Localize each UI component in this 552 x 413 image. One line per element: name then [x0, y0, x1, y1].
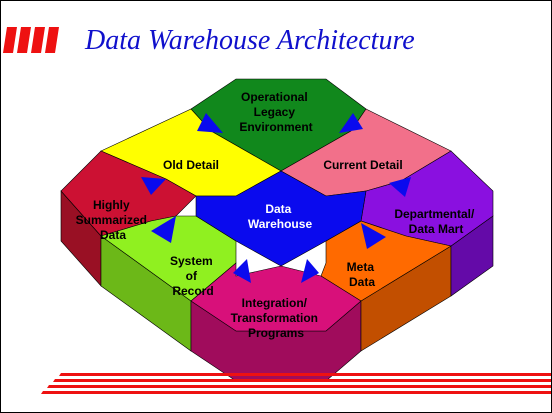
- label-old-detail-line-1: Old Detail: [163, 158, 219, 172]
- rule-line: [53, 379, 551, 382]
- label-departmental: Departmental/ Data Mart: [394, 207, 477, 236]
- label-system-of-record-line-2: of: [186, 269, 198, 283]
- arrow-mark-w: [141, 177, 166, 195]
- label-operational-line-3: Environment: [239, 120, 312, 134]
- label-departmental-line-1: Departmental/: [394, 207, 475, 221]
- arrow-mark-sw: [151, 216, 176, 243]
- label-center-line-1: Data: [265, 202, 291, 216]
- arrow-mark-e: [389, 177, 411, 197]
- slide-title: Data Warehouse Architecture: [85, 25, 415, 56]
- label-meta-data: Meta Data: [347, 260, 378, 289]
- label-highly-summarized-line-1: Highly: [93, 198, 130, 212]
- arrow-mark-se: [361, 223, 386, 249]
- label-operational-line-2: Legacy: [254, 105, 296, 119]
- label-operational-line-1: Operational: [241, 90, 308, 104]
- segment-meta-data: [320, 220, 452, 302]
- rule-line: [59, 373, 551, 376]
- label-highly-summarized-line-2: Summarized: [76, 213, 147, 227]
- label-operational: Operational Legacy Environment: [239, 90, 312, 134]
- label-center-line-2: Warehouse: [248, 217, 313, 231]
- rule-line: [47, 385, 551, 388]
- label-system-of-record-line-1: System: [170, 254, 213, 268]
- label-integration-line-2: Transformation: [231, 311, 318, 325]
- label-current-detail-line-1: Current Detail: [323, 158, 402, 172]
- label-departmental-line-2: Data Mart: [409, 222, 464, 236]
- label-integration-line-3: Programs: [248, 326, 304, 340]
- label-integration-line-1: Integration/: [242, 296, 308, 310]
- logo-bar: [31, 27, 45, 53]
- label-system-of-record-line-3: Record: [172, 284, 213, 298]
- arrow-mark-s2: [301, 259, 319, 283]
- label-system-of-record: System of Record: [170, 254, 216, 298]
- segment-integration: [190, 262, 362, 332]
- label-integration: Integration/ Transformation Programs: [231, 296, 322, 340]
- label-old-detail: Old Detail: [163, 158, 219, 172]
- label-highly-summarized: Highly Summarized Data: [76, 198, 151, 242]
- label-highly-summarized-line-3: Data: [100, 228, 126, 242]
- logo-icon: [3, 27, 59, 53]
- arrow-mark-nw: [197, 113, 223, 133]
- logo-bar: [17, 27, 31, 53]
- rule-line: [41, 391, 551, 394]
- footer-rule: [41, 373, 551, 394]
- label-meta-data-line-1: Meta: [347, 260, 375, 274]
- label-meta-data-line-2: Data: [349, 275, 375, 289]
- arrow-mark-s1: [233, 259, 251, 283]
- arrow-mark-ne: [339, 113, 363, 133]
- logo-bar: [45, 27, 59, 53]
- segment-center: [195, 170, 367, 267]
- label-center: Data Warehouse: [248, 202, 313, 231]
- logo-bar: [3, 27, 17, 53]
- label-current-detail: Current Detail: [323, 158, 402, 172]
